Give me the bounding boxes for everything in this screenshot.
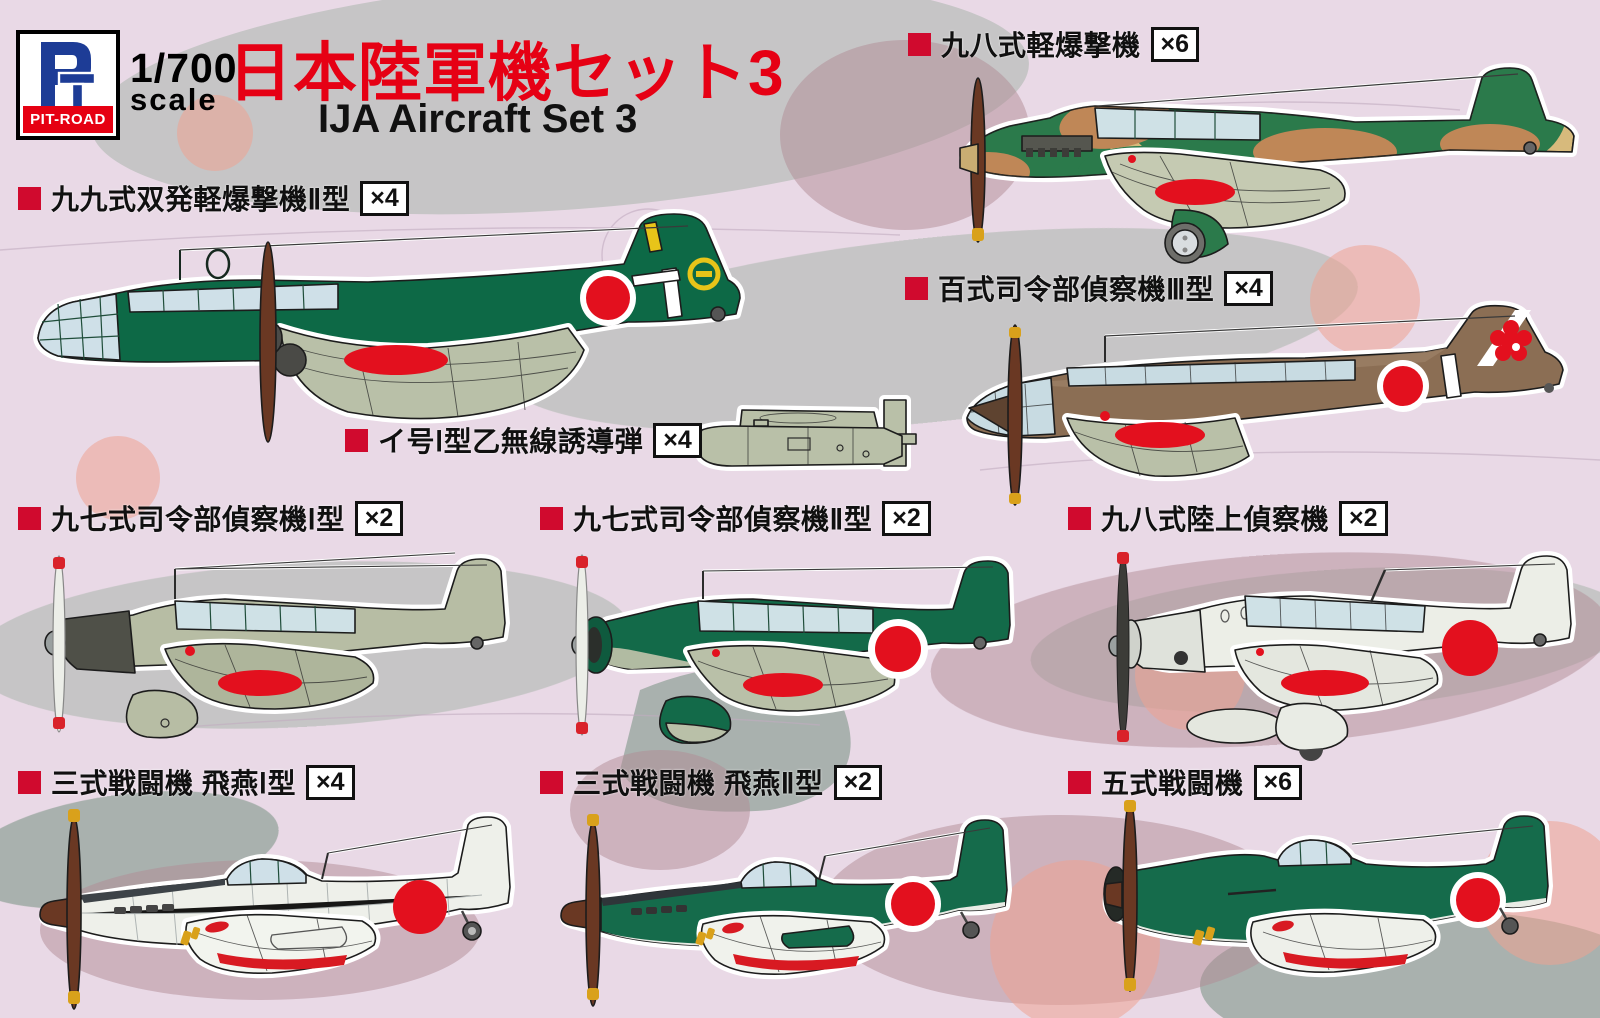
count-badge: ×2 [833,764,883,800]
label-ki100: 五式戦闘機 ×6 [1068,762,1303,802]
page-title-english: IJA Aircraft Set 3 [318,97,638,141]
label-bullet-square [18,506,41,530]
label-bullet-square [18,186,41,210]
scale-word: scale [130,82,218,118]
label-ki15-1: 九七式司令部偵察機Ⅰ型 ×2 [18,498,404,538]
label-bullet-square [345,428,368,452]
label-ki61-2: 三式戦闘機 飛燕Ⅱ型 ×2 [540,762,883,802]
ki32-illustration [930,60,1590,265]
ki46-illustration [955,300,1590,506]
count-badge: ×2 [1339,500,1388,536]
aircraft-name: 九九式双発軽爆撃機Ⅱ型 [51,184,351,215]
pit-road-brand-label: PIT-ROAD [23,106,113,133]
aircraft-name: 九八式陸上偵察機 [1101,504,1330,535]
aircraft-name: 百式司令部偵察機Ⅲ型 [938,274,1215,305]
aircraft-name: 三式戦闘機 飛燕Ⅰ型 [51,768,297,799]
pit-road-monogram [41,42,97,110]
page-title-japanese: 日本陸軍機セット3 [228,37,785,109]
label-ki15-2: 九七式司令部偵察機Ⅱ型 ×2 [540,498,931,538]
ki61-2-illustration [545,800,1010,1007]
count-badge: ×2 [354,500,404,536]
count-badge: ×4 [1224,270,1273,306]
aircraft-name: 九七式司令部偵察機Ⅱ型 [573,504,873,535]
ki61-1-illustration [22,795,517,1010]
label-ki48: 九九式双発軽爆撃機Ⅱ型 ×4 [18,178,409,218]
aircraft-name: イ号Ⅰ型乙無線誘導弾 [378,426,644,457]
ki48-illustration [28,210,743,460]
label-bullet-square [905,276,928,300]
aircraft-name: 九七式司令部偵察機Ⅰ型 [51,504,345,535]
ki100-illustration [1078,800,1593,1010]
aircraft-name: 三式戦闘機 飛燕Ⅱ型 [573,768,824,799]
pit-road-logo: PIT-ROAD [16,30,120,140]
label-ki32: 九八式軽爆撃機 ×6 [908,24,1200,64]
count-badge: ×4 [306,764,355,800]
count-badge: ×4 [360,180,409,216]
aircraft-name: 九八式軽爆撃機 [941,30,1141,61]
count-badge: ×6 [1150,26,1200,62]
aircraft-name: 五式戦闘機 [1101,768,1244,799]
label-bullet-square [540,770,563,794]
ki15-1-illustration [25,545,510,740]
label-bullet-square [1068,506,1091,530]
label-bullet-square [1068,770,1091,794]
ki15-2-illustration [548,545,1013,745]
label-bullet-square [540,506,563,530]
label-c5m: 九八式陸上偵察機 ×2 [1068,498,1388,538]
count-badge: ×2 [882,500,931,536]
scale-fraction: 1/700 [130,45,238,91]
igo-missile-illustration [688,392,918,474]
label-igo: イ号Ⅰ型乙無線誘導弾 ×4 [345,420,702,460]
label-bullet-square [18,770,41,794]
c5m-illustration [1085,540,1590,762]
count-badge: ×4 [653,422,702,458]
label-ki61-1: 三式戦闘機 飛燕Ⅰ型 ×4 [18,762,355,802]
scale-text: 1/700 scale [130,45,238,118]
label-bullet-square [908,32,931,56]
label-ki46: 百式司令部偵察機Ⅲ型 ×4 [905,268,1273,308]
count-badge: ×6 [1253,764,1303,800]
